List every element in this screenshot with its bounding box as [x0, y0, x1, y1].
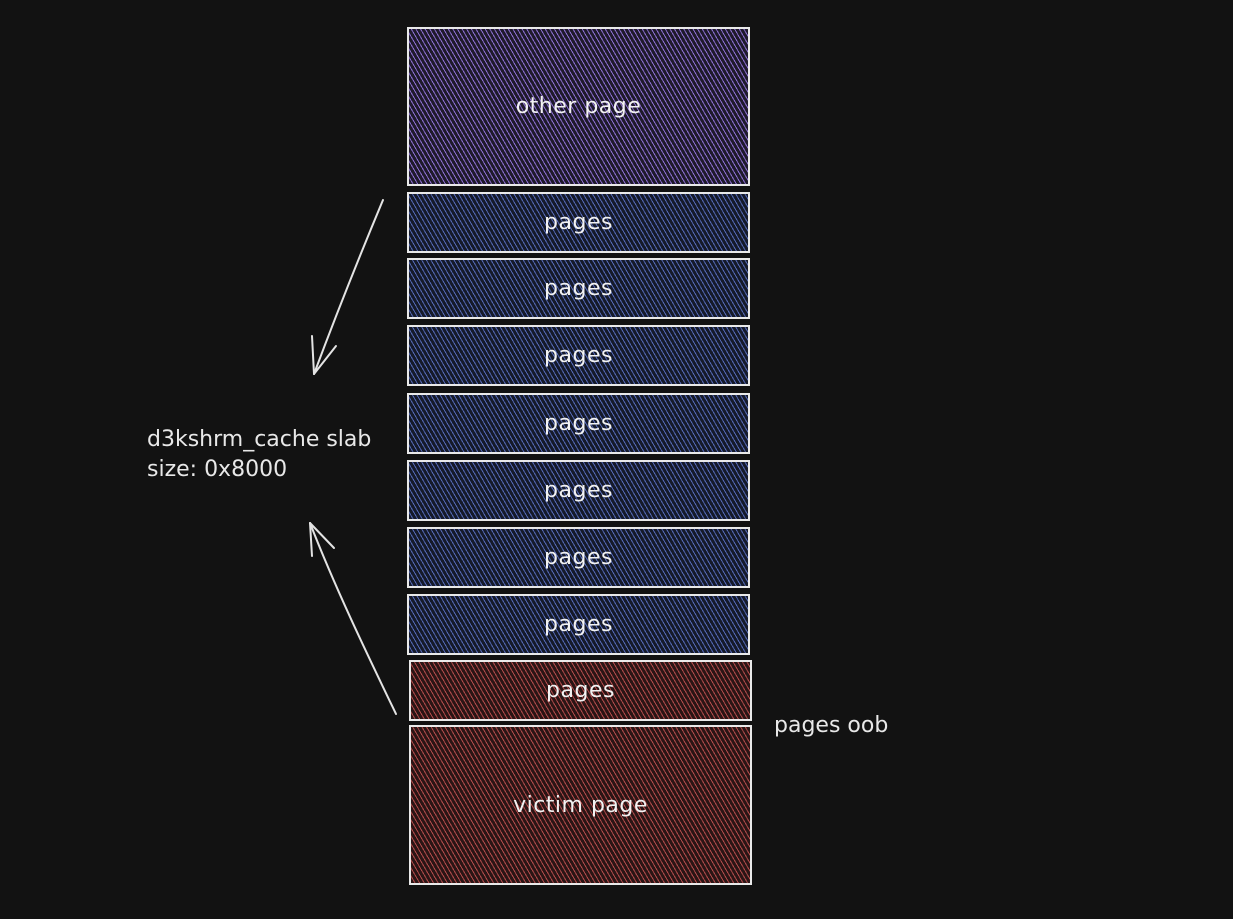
pages-label: pages	[546, 678, 615, 703]
other-page-label: other page	[515, 94, 642, 119]
pages-oob-label: pages oob	[774, 713, 889, 738]
slab-name-label: d3kshrm_cache slab	[147, 427, 372, 452]
victim-page-block: victim page	[409, 725, 752, 885]
up-arrow	[309, 522, 397, 715]
victim-page-label: victim page	[513, 792, 648, 818]
pages-block: pages	[407, 393, 750, 454]
pages-label: pages	[544, 411, 613, 436]
pages-block: pages	[407, 527, 750, 588]
pages-block: pages	[407, 258, 750, 319]
pages-block: pages	[407, 460, 750, 521]
pages-label: pages	[544, 612, 613, 637]
pages-label: pages	[544, 343, 613, 368]
pages-block: pages	[407, 325, 750, 386]
pages-label: pages	[544, 210, 613, 235]
oob-pages-block: pages	[409, 660, 752, 721]
pages-label: pages	[544, 478, 613, 503]
pages-label: pages	[544, 276, 613, 301]
pages-block: pages	[407, 192, 750, 253]
pages-block: pages	[407, 594, 750, 655]
pages-label: pages	[544, 545, 613, 570]
other-page-block: other page	[407, 27, 750, 186]
down-arrow	[311, 199, 384, 375]
slab-size-label: size: 0x8000	[147, 457, 288, 482]
